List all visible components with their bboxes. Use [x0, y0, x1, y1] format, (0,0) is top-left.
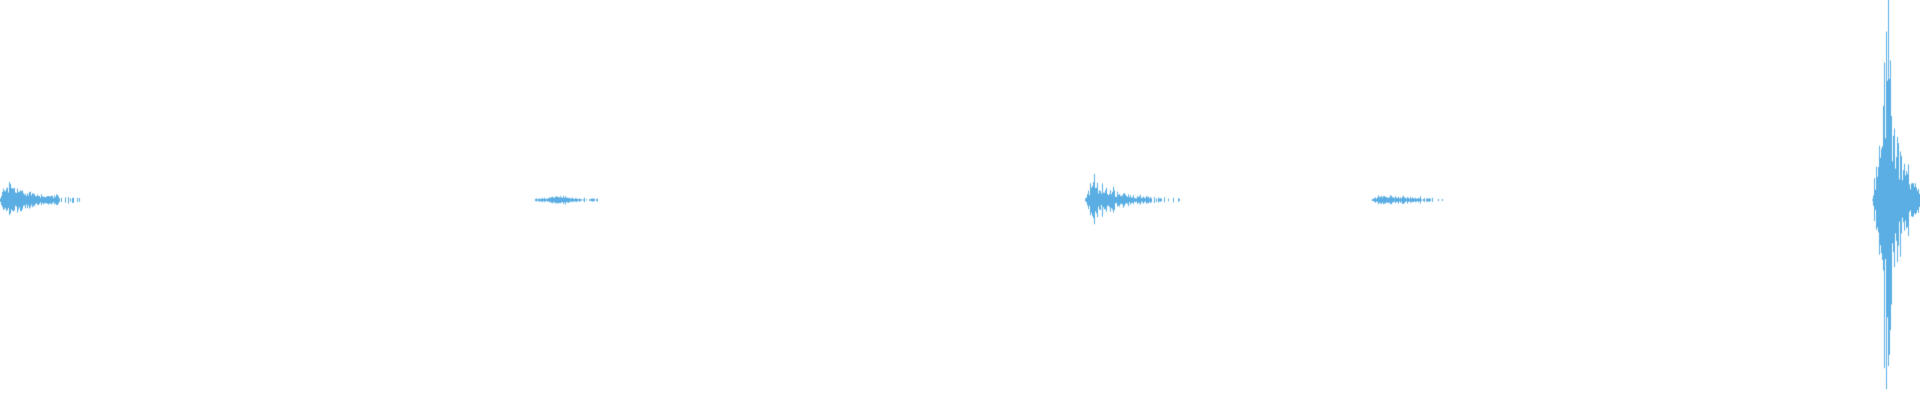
audio-waveform[interactable]: [0, 0, 1920, 400]
waveform-panel[interactable]: [0, 0, 1920, 400]
